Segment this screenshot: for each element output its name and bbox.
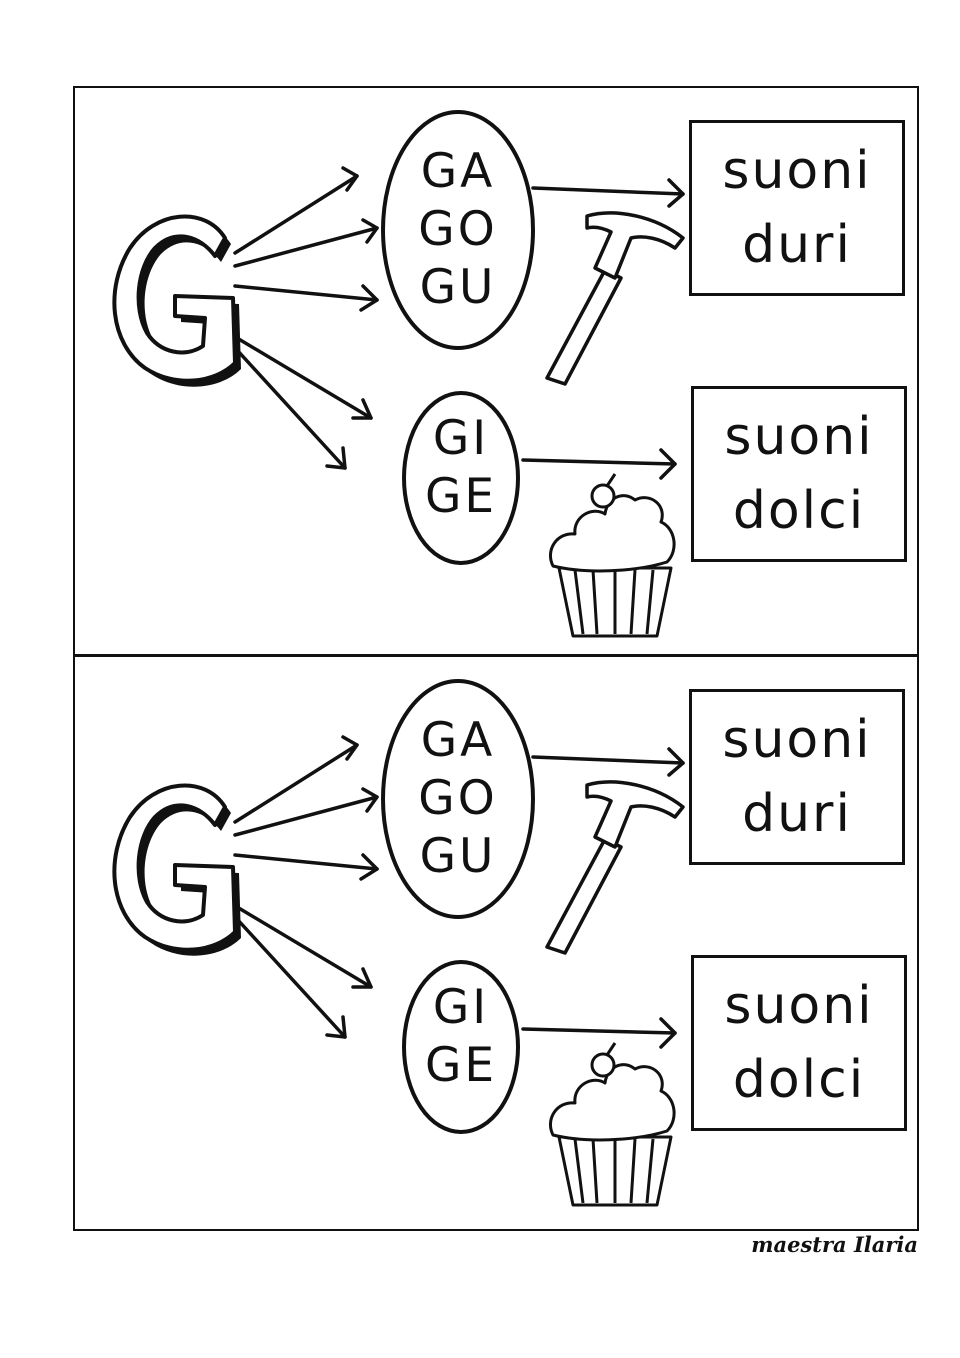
syllable-ge: GE: [424, 469, 498, 524]
soft-syllables-group: GI GE: [405, 410, 517, 526]
syllable-ga: GA: [420, 713, 496, 768]
g-arrows: [233, 735, 379, 1039]
soft-box-line-2: dolci: [732, 481, 866, 541]
hard-syllables-group: GA GO GU: [393, 712, 523, 886]
hard-box-line-1: suoni: [722, 141, 872, 201]
hammer-icon: [545, 211, 685, 386]
big-g-letter-text: G: [153, 295, 154, 297]
hammer-icon: [545, 780, 685, 955]
panel-1-drawing: G: [112, 110, 685, 638]
hard-syllables-group: GA GO GU: [393, 143, 523, 317]
cupcake-icon: [549, 473, 676, 638]
soft-sounds-box: suoni dolci: [691, 955, 907, 1131]
soft-box-line-2: dolci: [732, 1050, 866, 1110]
syllable-go: GO: [418, 202, 498, 257]
box-arrows: [521, 178, 685, 480]
g-arrows: [233, 166, 379, 470]
syllable-gi: GI: [432, 411, 490, 466]
syllable-gu: GU: [419, 829, 497, 884]
hard-syllables-oval: [381, 110, 535, 350]
big-g-letter: G: [112, 214, 241, 387]
big-g-letter-text: G: [153, 864, 154, 866]
big-g-letter: G: [112, 783, 241, 956]
author-signature: maestra Ilaria: [751, 1232, 918, 1257]
hard-sounds-box: suoni duri: [689, 689, 905, 865]
soft-sounds-box: suoni dolci: [691, 386, 907, 562]
soft-box-line-1: suoni: [724, 407, 874, 467]
worksheet-panel-2: G GA GO GU GI: [73, 655, 919, 1231]
hard-syllables-oval: [381, 679, 535, 919]
worksheet-panel-1: G GA GO: [73, 86, 919, 656]
panel-2-drawing: G: [112, 679, 685, 1207]
box-arrows: [521, 747, 685, 1049]
hard-box-line-1: suoni: [722, 710, 872, 770]
hard-sounds-box: suoni duri: [689, 120, 905, 296]
syllable-gu: GU: [419, 260, 497, 315]
soft-box-line-1: suoni: [724, 976, 874, 1036]
soft-syllables-oval: [402, 960, 520, 1134]
soft-syllables-oval: [402, 391, 520, 565]
syllable-ge: GE: [424, 1038, 498, 1093]
cupcake-icon: [549, 1042, 676, 1207]
soft-syllables-group: GI GE: [405, 979, 517, 1095]
syllable-go: GO: [418, 771, 498, 826]
hard-box-line-2: duri: [742, 215, 852, 275]
syllable-gi: GI: [432, 980, 490, 1035]
hard-box-line-2: duri: [742, 784, 852, 844]
syllable-ga: GA: [420, 144, 496, 199]
